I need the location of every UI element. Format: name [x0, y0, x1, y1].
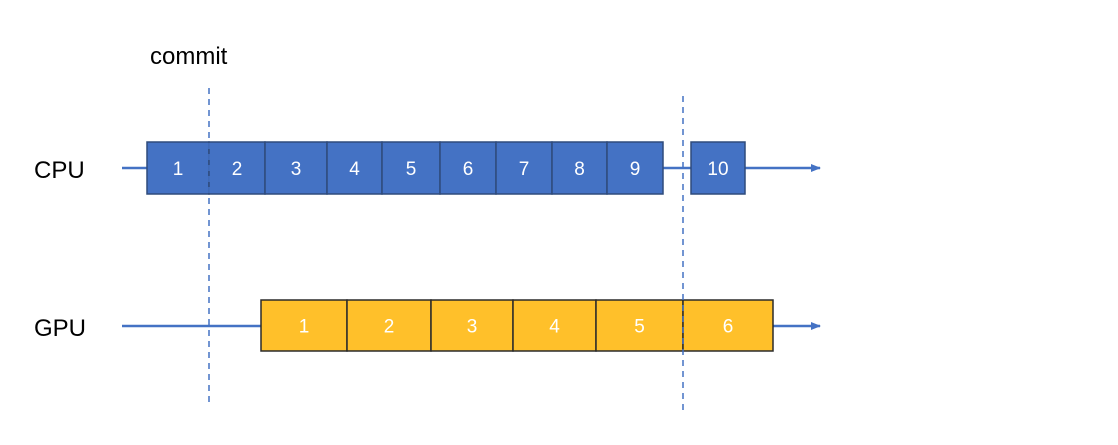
- cpu-block-7: [495, 141, 553, 195]
- gpu-track-label: GPU: [34, 315, 86, 342]
- gpu-block-label-2: 2: [384, 317, 395, 338]
- gpu-block-group: 1 2 3 4 5 6: [260, 299, 774, 352]
- gpu-block-5: [595, 299, 684, 352]
- gpu-block-label-5: 5: [634, 317, 645, 338]
- cpu-block-label-1: 1: [173, 159, 184, 180]
- cpu-block-label-6: 6: [463, 159, 474, 180]
- cpu-block-label-5: 5: [406, 159, 417, 180]
- gpu-block-label-4: 4: [549, 317, 560, 338]
- gpu-block-6: [682, 299, 774, 352]
- cpu-block-label-7: 7: [519, 159, 530, 180]
- cpu-block-label-4: 4: [349, 159, 360, 180]
- cpu-block-6: [439, 141, 497, 195]
- cpu-block-label-9: 9: [630, 159, 641, 180]
- commit-label: commit: [150, 43, 228, 70]
- cpu-track-label: CPU: [34, 157, 85, 184]
- gpu-block-label-1: 1: [299, 317, 310, 338]
- cpu-block-label-3: 3: [291, 159, 302, 180]
- cpu-block-label-8: 8: [574, 159, 585, 180]
- cpu-block-4: [326, 141, 383, 195]
- gpu-block-4: [512, 299, 597, 352]
- gpu-block-label-6: 6: [723, 317, 734, 338]
- cpu-block-8: [551, 141, 608, 195]
- cpu-block-label-2: 2: [232, 159, 243, 180]
- cpu-block-9: [606, 141, 664, 195]
- cpu-block-3: [264, 141, 328, 195]
- cpu-block-group: 1 2 3 4 5 6 7 8 9 10: [146, 141, 746, 195]
- gpu-block-2: [346, 299, 432, 352]
- gpu-block-1: [260, 299, 348, 352]
- cpu-block-10: [690, 141, 746, 195]
- gpu-block-label-3: 3: [467, 317, 478, 338]
- cpu-block-label-10: 10: [707, 159, 728, 180]
